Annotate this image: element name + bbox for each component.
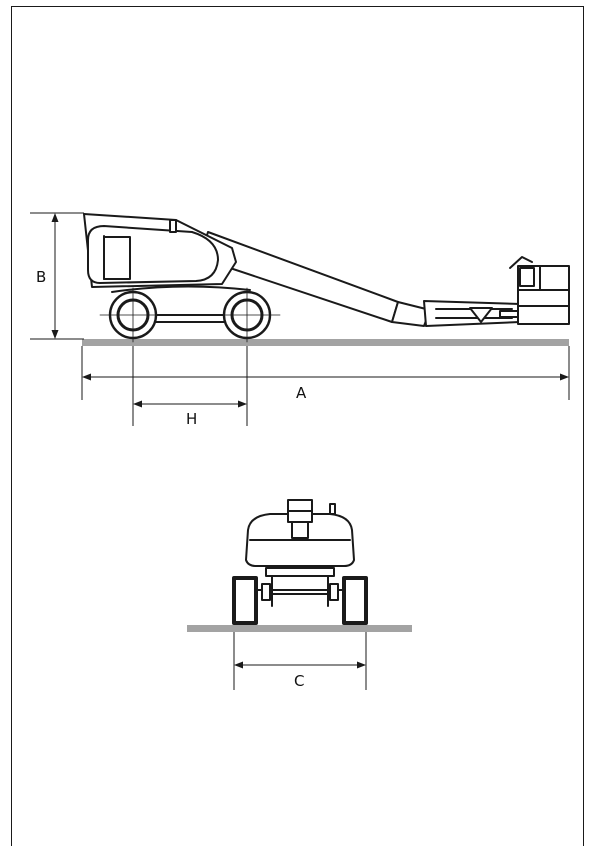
dimension-c [233,632,367,690]
telescopic-boom [199,231,521,327]
dimension-b [30,212,84,340]
front-body [245,499,355,567]
front-wheel [213,287,281,343]
front-right-wheel [342,576,368,625]
label-b: B [36,268,46,286]
label-c: C [294,672,304,690]
page-frame [11,6,584,846]
platform-basket [509,256,570,325]
rear-wheel [99,287,167,343]
side-view [82,213,570,346]
dimension-h [132,346,248,426]
dimension-a [81,346,570,400]
turret-body [83,213,237,288]
front-ground [187,625,412,632]
side-ground [82,339,569,346]
front-axle [257,567,343,607]
label-a: A [296,384,307,402]
front-left-wheel [232,576,258,625]
front-view [187,499,412,632]
label-h: H [186,410,197,428]
